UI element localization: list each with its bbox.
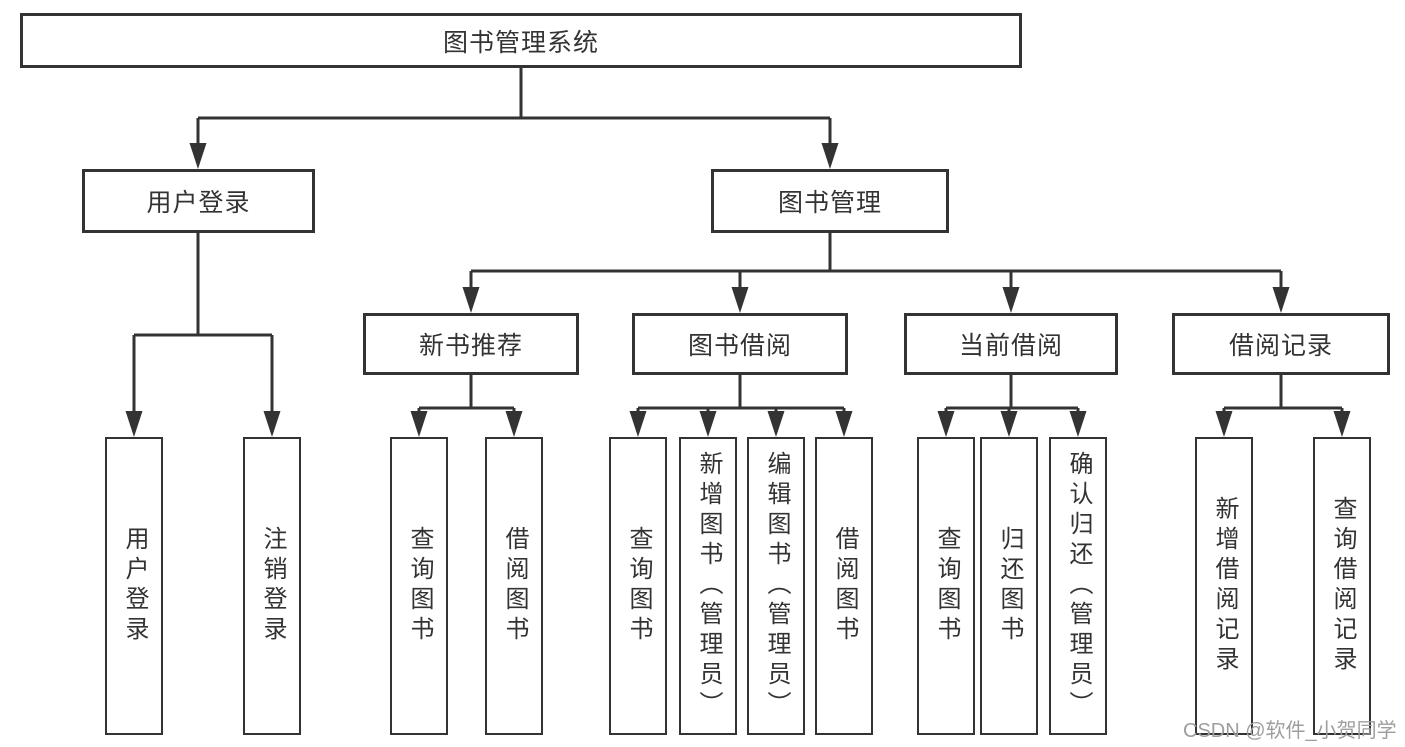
leaf-query-books-borrow: 查询图书 xyxy=(609,437,667,735)
arrow-down-icon xyxy=(125,411,143,437)
arrow-down-icon xyxy=(1000,411,1018,437)
node-root-library-system: 图书管理系统 xyxy=(20,13,1022,68)
arrow-down-icon xyxy=(505,411,523,437)
leaf-add-borrow-record: 新增借阅记录 xyxy=(1195,437,1253,735)
leaf-borrow-books-recommend: 借阅图书 xyxy=(485,437,543,735)
arrow-down-icon xyxy=(699,411,717,437)
leaf-query-books-current: 查询图书 xyxy=(917,437,975,735)
leaf-edit-books-admin: 编辑图书（管理员） xyxy=(747,437,805,735)
arrow-down-icon xyxy=(1333,411,1351,437)
node-user-login: 用户登录 xyxy=(82,169,315,233)
node-book-borrow: 图书借阅 xyxy=(632,313,848,375)
leaf-label: 编辑图书（管理员） xyxy=(763,451,790,721)
arrow-down-icon xyxy=(629,411,647,437)
arrow-down-icon xyxy=(937,411,955,437)
arrow-down-icon xyxy=(1272,287,1290,313)
arrow-down-icon xyxy=(1215,411,1233,437)
leaf-logout: 注销登录 xyxy=(243,437,301,735)
node-borrow-records: 借阅记录 xyxy=(1172,313,1390,375)
leaf-label: 确认归还（管理员） xyxy=(1065,451,1092,721)
leaf-label: 查询图书 xyxy=(625,526,652,646)
leaf-return-books: 归还图书 xyxy=(980,437,1038,735)
arrow-down-icon xyxy=(767,411,785,437)
node-new-book-recommend: 新书推荐 xyxy=(363,313,579,375)
leaf-borrow-books: 借阅图书 xyxy=(815,437,873,735)
leaf-confirm-return-admin: 确认归还（管理员） xyxy=(1049,437,1107,735)
arrow-down-icon xyxy=(462,287,480,313)
leaf-user-login: 用户登录 xyxy=(105,437,163,735)
leaf-label: 新增借阅记录 xyxy=(1211,496,1238,676)
arrow-down-icon xyxy=(189,143,207,169)
node-current-borrow: 当前借阅 xyxy=(904,313,1118,375)
arrow-down-icon xyxy=(1002,287,1020,313)
leaf-label: 借阅图书 xyxy=(501,526,528,646)
leaf-label: 查询图书 xyxy=(406,526,433,646)
leaf-add-books-admin: 新增图书（管理员） xyxy=(679,437,737,735)
leaf-label: 用户登录 xyxy=(121,526,148,646)
leaf-label: 查询图书 xyxy=(933,526,960,646)
arrow-down-icon xyxy=(410,411,428,437)
leaf-label: 注销登录 xyxy=(259,526,286,646)
arrow-down-icon xyxy=(1069,411,1087,437)
csdn-watermark: CSDN @软件_小贺同学 xyxy=(1183,720,1397,742)
arrow-down-icon xyxy=(835,411,853,437)
leaf-query-books-recommend: 查询图书 xyxy=(390,437,448,735)
arrow-down-icon xyxy=(263,411,281,437)
leaf-label: 归还图书 xyxy=(996,526,1023,646)
arrow-down-icon xyxy=(821,143,839,169)
leaf-query-borrow-record: 查询借阅记录 xyxy=(1313,437,1371,735)
leaf-label: 借阅图书 xyxy=(831,526,858,646)
leaf-label: 查询借阅记录 xyxy=(1329,496,1356,676)
arrow-down-icon xyxy=(731,287,749,313)
node-book-management: 图书管理 xyxy=(711,169,949,233)
leaf-label: 新增图书（管理员） xyxy=(695,451,722,721)
